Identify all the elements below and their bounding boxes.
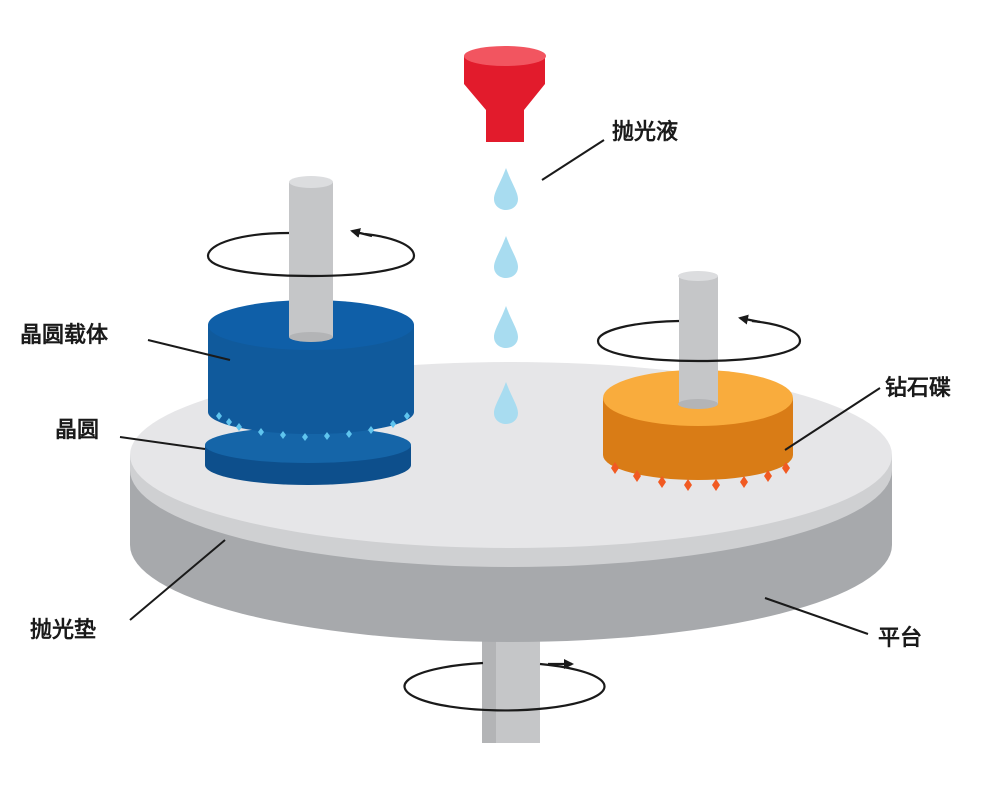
diamond-rotation-arrow xyxy=(596,314,802,363)
platen-rotation-arrow xyxy=(403,659,606,712)
wafer-particles xyxy=(216,412,410,441)
diamond-teeth xyxy=(611,462,790,491)
label-slurry: 抛光液 xyxy=(612,120,679,145)
leader-wafer-carrier xyxy=(147,339,231,361)
leader-platen xyxy=(764,597,869,635)
leader-slurry xyxy=(541,139,605,181)
label-diamond-disk: 钻石碟 xyxy=(885,376,952,401)
slurry-nozzle xyxy=(464,46,546,142)
carrier-shaft xyxy=(289,176,333,342)
slurry-drops xyxy=(494,168,518,424)
wafer xyxy=(205,427,411,485)
leader-diamond-disk xyxy=(784,387,881,451)
label-wafer-carrier: 晶圆载体 xyxy=(20,323,109,348)
label-platen: 平台 xyxy=(878,626,923,651)
diamond-shaft xyxy=(678,271,718,409)
carrier-rotation-arrow xyxy=(206,228,416,278)
label-wafer: 晶圆 xyxy=(55,418,100,443)
leader-polishing-pad xyxy=(129,539,226,621)
wafer-carrier xyxy=(208,300,414,434)
platen-shaft xyxy=(482,625,540,743)
label-polishing-pad: 抛光垫 xyxy=(30,618,97,643)
leader-lines xyxy=(119,139,881,635)
leader-wafer xyxy=(119,436,206,450)
